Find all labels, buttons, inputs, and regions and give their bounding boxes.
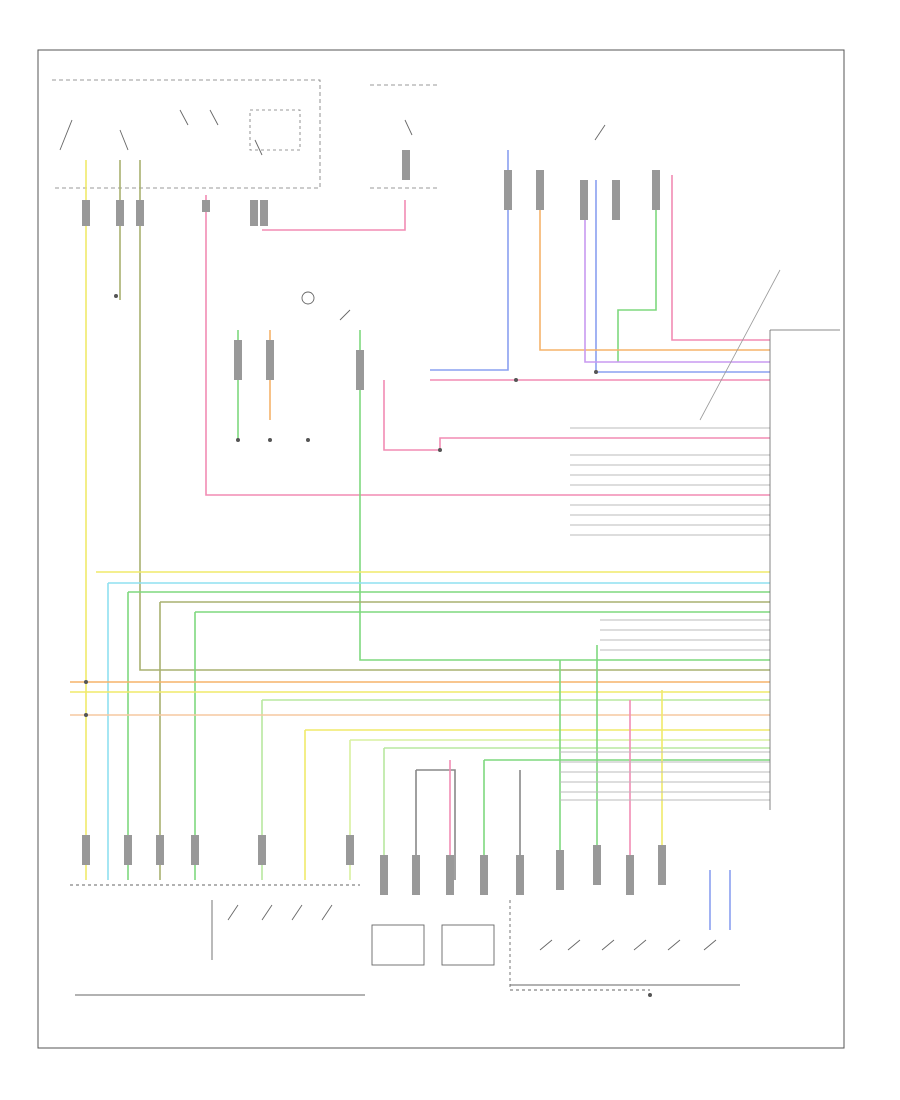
wire-gray-bundle-2 — [560, 619, 770, 801]
wire-gray-bundle — [570, 427, 770, 536]
wire-blue-1 — [430, 150, 509, 371]
wire-blue-2 — [595, 180, 770, 373]
wire-pink-4 — [671, 175, 770, 341]
wire-pink-3 — [383, 380, 770, 451]
wire-gray-3 — [709, 870, 731, 930]
wire-cyan-1 — [107, 582, 770, 880]
wire-olive-2 — [139, 160, 770, 671]
wire-pink-2 — [262, 200, 406, 231]
bottom-components — [70, 884, 740, 996]
wire-lightgreen-1 — [261, 699, 770, 880]
diagram-frame — [37, 49, 845, 1049]
top-switches — [59, 109, 606, 321]
wire-orange-1 — [539, 175, 770, 351]
wire-harness — [70, 150, 770, 930]
wire-green-4 — [127, 591, 770, 880]
pcm-connector — [699, 269, 840, 810]
wire-pink-1 — [205, 195, 770, 496]
wire-green-2 — [617, 180, 657, 362]
wire-violet-1 — [584, 180, 770, 363]
wire-tags — [82, 150, 666, 895]
wire-green-5 — [194, 611, 770, 880]
wire-yellow-4 — [304, 729, 770, 880]
fuse-relay-box — [52, 79, 440, 189]
wire-olive-3 — [159, 601, 770, 880]
junction-dots — [84, 294, 652, 997]
wire-green-1 — [359, 330, 770, 661]
wire-green-6 — [383, 747, 770, 880]
